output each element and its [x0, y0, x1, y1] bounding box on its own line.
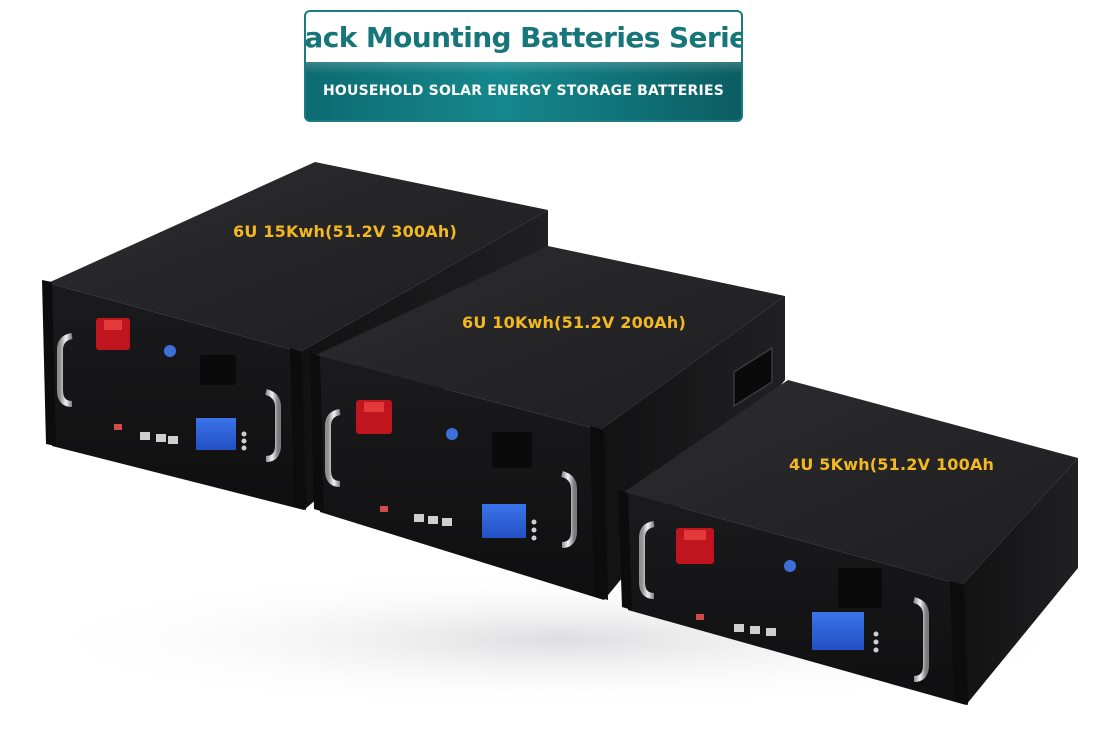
- terminal-cap: [104, 320, 122, 330]
- handle-icon: [639, 521, 655, 599]
- side-handle-slot: [733, 346, 773, 408]
- handle-icon: [57, 333, 73, 407]
- terminal-cap: [364, 402, 384, 412]
- rack-ear: [950, 581, 968, 705]
- status-led: [873, 647, 879, 653]
- series-banner: Rack Mounting Batteries Series HOUSEHOLD…: [304, 10, 743, 122]
- lcd-display: [812, 612, 864, 650]
- status-led: [531, 527, 537, 533]
- lcd-display: [482, 504, 526, 538]
- dip-switch: [114, 424, 122, 430]
- banner-shine: [306, 62, 741, 74]
- port: [156, 434, 166, 442]
- battery-top-panel: [316, 246, 785, 430]
- dip-switch: [380, 506, 388, 512]
- status-led: [241, 431, 247, 437]
- banner-title: Rack Mounting Batteries Series: [304, 20, 743, 54]
- terminal-cap: [684, 530, 706, 540]
- battery-top-panel: [48, 162, 548, 352]
- power-button: [164, 345, 176, 357]
- port: [140, 432, 150, 440]
- battery-4u-5kwh: [618, 380, 1078, 705]
- product-label-4u-5kwh: 4U 5Kwh(51.2V 100Ah: [789, 455, 995, 474]
- port: [734, 624, 744, 632]
- status-led: [531, 519, 537, 525]
- banner-title-area: Rack Mounting Batteries Series: [306, 12, 741, 62]
- port: [750, 626, 760, 634]
- banner-subtitle: HOUSEHOLD SOLAR ENERGY STORAGE BATTERIES: [323, 83, 724, 99]
- negative-terminal: [838, 568, 882, 608]
- port: [428, 516, 438, 524]
- lcd-display: [196, 418, 236, 450]
- port: [766, 628, 776, 636]
- rack-ear: [618, 490, 632, 610]
- status-led: [241, 438, 247, 444]
- port: [168, 436, 178, 444]
- rack-ear: [290, 348, 306, 510]
- product-label-6u-10kwh: 6U 10Kwh(51.2V 200Ah): [462, 313, 686, 332]
- rack-ear: [310, 353, 324, 512]
- power-button: [784, 560, 796, 572]
- power-button: [446, 428, 458, 440]
- status-led: [531, 535, 537, 541]
- battery-top-panel: [624, 380, 1078, 585]
- battery-side-panel: [962, 458, 1078, 705]
- handle-icon: [265, 389, 281, 462]
- port: [414, 514, 424, 522]
- rack-ear: [42, 280, 56, 446]
- product-label-6u-15kwh: 6U 15Kwh(51.2V 300Ah): [233, 222, 457, 241]
- negative-terminal: [200, 355, 236, 385]
- banner-subtitle-area: HOUSEHOLD SOLAR ENERGY STORAGE BATTERIES: [306, 62, 741, 120]
- handle-icon: [913, 597, 929, 682]
- negative-terminal: [492, 432, 532, 468]
- status-led: [873, 639, 879, 645]
- dip-switch: [696, 614, 704, 620]
- status-led: [241, 445, 247, 451]
- rack-ear: [590, 426, 608, 600]
- status-led: [873, 631, 879, 637]
- handle-icon: [561, 471, 577, 548]
- handle-icon: [325, 409, 341, 487]
- port: [442, 518, 452, 526]
